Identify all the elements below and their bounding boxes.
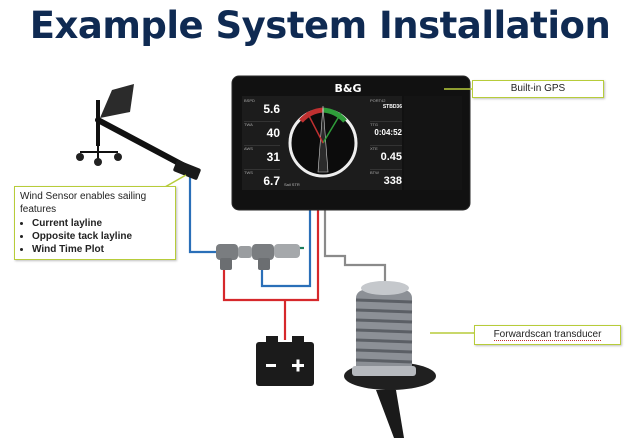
- gps-callout: Built-in GPS: [472, 80, 604, 98]
- forwardscan-callout: Forwardscan transducer: [474, 325, 621, 345]
- display-brand: B&G: [334, 82, 362, 95]
- wind-feature-list: Current layline Opposite tack layline Wi…: [20, 217, 170, 256]
- data-panel: TWS 6.7: [244, 170, 280, 192]
- battery-icon: [256, 336, 314, 386]
- data-value: 31: [266, 150, 280, 164]
- anemometer-cups: [76, 146, 122, 166]
- data-label: PORT42: [370, 98, 386, 103]
- data-panel: BTW 338: [370, 170, 402, 192]
- data-value: 338: [383, 175, 402, 187]
- wind-sensor: [76, 84, 201, 180]
- list-item: Wind Time Plot: [32, 243, 170, 256]
- data-label: BTW: [370, 170, 379, 175]
- wind-sensor-cable: [188, 176, 218, 254]
- wind-sensor-callout: Wind Sensor enables sailing features Cur…: [14, 186, 176, 260]
- chartplotter-display: [231, 75, 471, 211]
- data-value: 0:04:52: [374, 128, 402, 137]
- wind-callout-title: Wind Sensor enables sailing features: [20, 191, 147, 215]
- data-label: TWA: [244, 122, 253, 127]
- list-item: Current layline: [32, 217, 170, 230]
- data-label: XTE: [370, 146, 378, 151]
- data-label: TTG: [370, 122, 378, 127]
- data-value: 5.6: [263, 102, 280, 116]
- data-value: 0.45: [380, 151, 402, 163]
- data-panel: TWA 40: [244, 122, 280, 146]
- display-footer: Sail STR: [284, 182, 300, 187]
- t-connectors: [216, 244, 300, 270]
- wind-vane: [100, 84, 134, 118]
- list-item: Opposite tack layline: [32, 230, 170, 243]
- forwardscan-transducer: [344, 281, 436, 438]
- data-label: AWS: [244, 146, 253, 151]
- data-value: 40: [266, 126, 280, 140]
- data-value: STBD36: [382, 104, 402, 110]
- data-panel: BSPD 5.6: [244, 98, 280, 122]
- compass-dial: [288, 105, 358, 178]
- data-panel: PORT42 STBD36: [370, 98, 402, 122]
- forwardscan-label: Forwardscan transducer: [493, 329, 602, 341]
- display-power-cable-red: [222, 208, 320, 302]
- data-panel: TTG 0:04:52: [370, 122, 402, 146]
- data-value: 6.7: [263, 174, 280, 188]
- cables: [188, 176, 387, 340]
- right-data-panels: PORT42 STBD36 TTG 0:04:52 XTE 0.45 BTW 3…: [370, 98, 402, 192]
- wind-callout-leader: [164, 174, 187, 188]
- transducer-cable: [323, 208, 387, 282]
- data-label: TWS: [244, 170, 253, 175]
- page-title: Example System Installation: [29, 4, 611, 47]
- data-label: BSPD: [244, 98, 255, 103]
- left-data-panels: BSPD 5.6 TWA 40 AWS 31 TWS 6.7: [244, 98, 280, 192]
- data-panel: XTE 0.45: [370, 146, 402, 170]
- data-panel: AWS 31: [244, 146, 280, 170]
- display-data-cable-blue: [260, 208, 312, 288]
